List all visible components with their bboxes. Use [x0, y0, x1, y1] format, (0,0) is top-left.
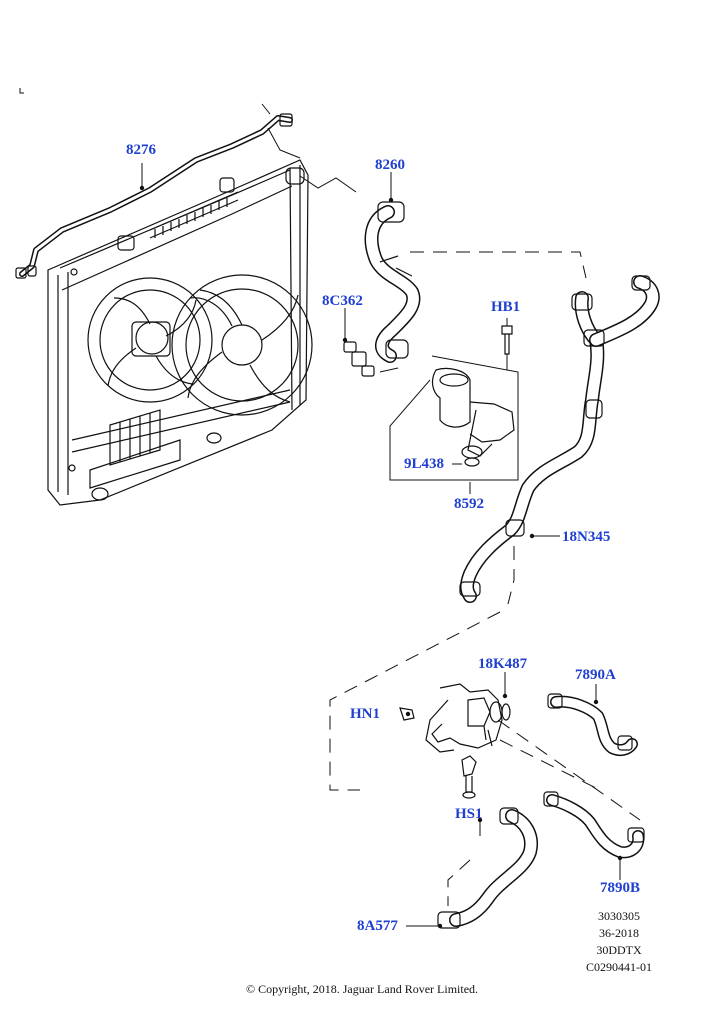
- callout-8A577: 8A577: [357, 918, 398, 934]
- part-7890A-hose: [547, 684, 638, 757]
- code-line-3: 30DDTX: [596, 943, 642, 957]
- callout-18K487: 18K487: [478, 656, 528, 672]
- part-8260-hose: [364, 172, 587, 363]
- code-line-1: 3030305: [598, 909, 640, 923]
- dashed-frame: [329, 611, 641, 821]
- callout-7890B: 7890B: [600, 880, 641, 896]
- callout-8C362: 8C362: [322, 293, 363, 309]
- part-8A577-hose: [406, 807, 538, 929]
- callout-8592: 8592: [454, 496, 484, 512]
- part-8C362-sensor: [342, 308, 399, 377]
- callout-HN1: HN1: [350, 706, 380, 722]
- callout-8276: 8276: [126, 142, 156, 158]
- callout-18N345: 18N345: [562, 529, 611, 545]
- radiator-fan-assembly: [47, 159, 313, 506]
- callout-HS1: HS1: [455, 806, 483, 822]
- reference-codes: 3030305 36-2018 30DDTX C0290441-01: [586, 908, 652, 976]
- part-7890B-hose: [543, 791, 645, 880]
- callout-HB1: HB1: [491, 299, 521, 315]
- callout-9L438: 9L438: [404, 456, 445, 472]
- callout-8260: 8260: [375, 157, 405, 173]
- code-line-4: C0290441-01: [586, 960, 652, 974]
- code-line-2: 36-2018: [599, 926, 639, 940]
- part-18N345-hose: [459, 275, 660, 605]
- part-18K487-assembly: [399, 672, 511, 836]
- callout-7890A: 7890A: [575, 667, 616, 683]
- part-HB1-bolt: [501, 318, 513, 370]
- copyright-notice: © Copyright, 2018. Jaguar Land Rover Lim…: [245, 982, 479, 996]
- part-8592-thermostat-housing: [389, 355, 519, 494]
- part-8276-pipe: [15, 103, 357, 279]
